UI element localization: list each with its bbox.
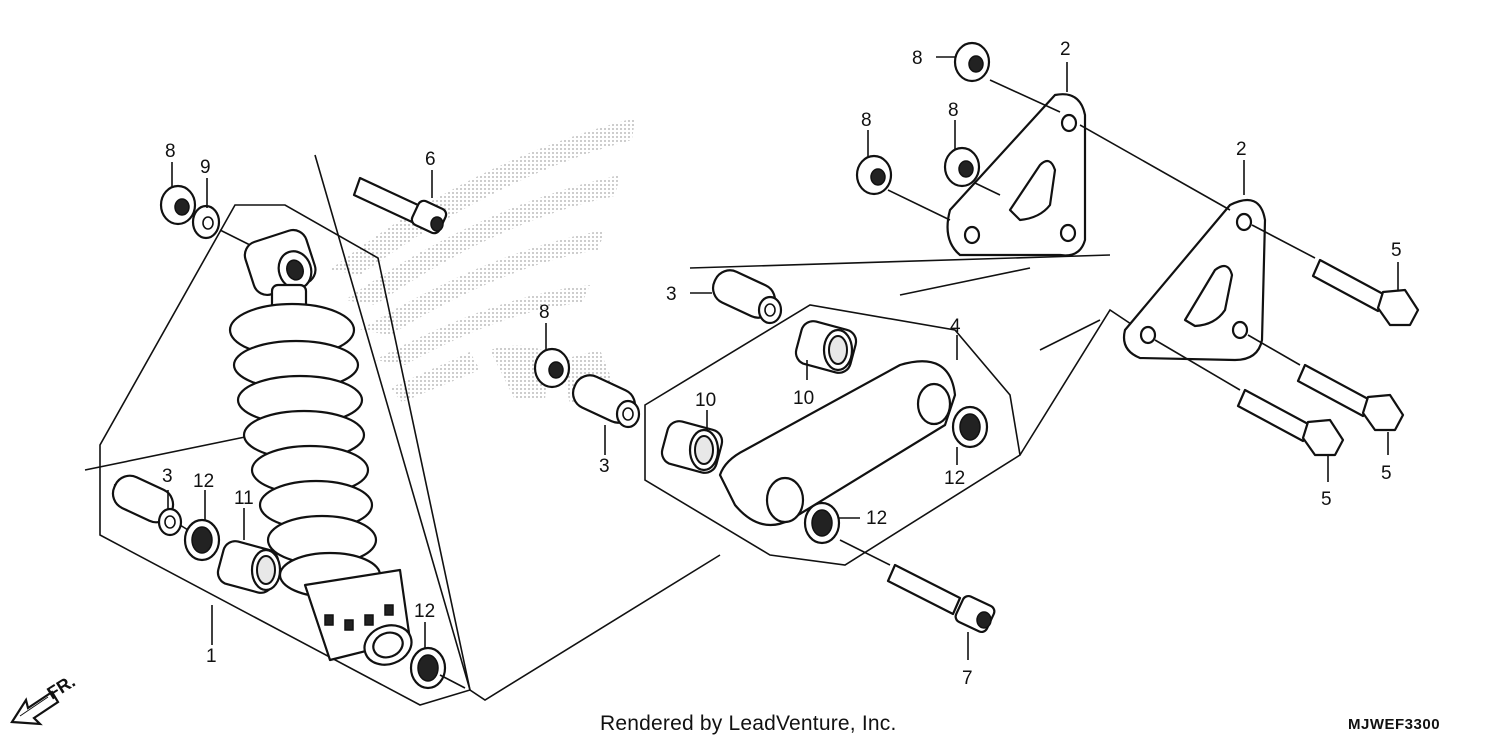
group-outlines xyxy=(84,154,1141,706)
bolt-6 xyxy=(352,176,448,235)
callout-2-lower: 2 xyxy=(1236,139,1247,160)
oil-seal-12-left xyxy=(183,518,221,562)
callout-5-bottom: 5 xyxy=(1321,489,1332,510)
shock-bracket-2-lower xyxy=(1122,198,1267,362)
front-direction-arrow: FR. xyxy=(10,671,79,726)
callout-5-top: 5 xyxy=(1391,240,1402,261)
needle-bearing-10-upper xyxy=(794,320,858,374)
callout-5-middle: 5 xyxy=(1381,463,1392,484)
collar-3-middle xyxy=(571,374,641,429)
diagram-code: MJWEF3300 xyxy=(1348,716,1441,733)
callout-10-upper: 10 xyxy=(793,388,814,409)
washer-9 xyxy=(191,204,221,240)
callout-12-lower: 12 xyxy=(866,508,887,529)
oil-seal-12-right xyxy=(951,405,989,449)
callout-8-mid-left: 8 xyxy=(861,110,872,131)
oil-seal-12-lower xyxy=(803,501,841,545)
callout-labels: 1 2 2 3 3 3 4 5 5 5 6 7 8 8 8 8 8 9 10 1… xyxy=(162,39,1402,689)
callout-12-left: 12 xyxy=(193,471,214,492)
adjuster-holes xyxy=(324,604,394,631)
bolt-5-top xyxy=(1311,258,1420,327)
callout-7: 7 xyxy=(962,668,973,689)
leader-lines xyxy=(167,56,1399,689)
bolt-5-bottom xyxy=(1236,388,1345,457)
bolt-7 xyxy=(886,563,996,633)
callout-6: 6 xyxy=(425,149,436,170)
callout-10-lower: 10 xyxy=(695,390,716,411)
callout-12-bottom: 12 xyxy=(414,601,435,622)
callout-8-mid-right: 8 xyxy=(948,100,959,121)
needle-bearing-11 xyxy=(216,540,282,594)
collar-3-upper xyxy=(711,269,783,325)
callout-4: 4 xyxy=(950,316,961,337)
watermark-wing-logo xyxy=(330,118,635,404)
callout-11: 11 xyxy=(234,488,254,509)
callout-8-top: 8 xyxy=(912,48,923,69)
shock-link-plate-4 xyxy=(718,360,957,527)
nut-8-center xyxy=(533,347,571,389)
rendered-by-credit: Rendered by LeadVenture, Inc. xyxy=(600,712,897,735)
callout-2-upper: 2 xyxy=(1060,39,1071,60)
callout-8-topleft: 8 xyxy=(165,141,176,162)
callout-12-right: 12 xyxy=(944,468,965,489)
callout-3-upper: 3 xyxy=(666,284,677,305)
callout-8-center: 8 xyxy=(539,302,550,323)
callout-3-middle: 3 xyxy=(599,456,610,477)
nut-8-mid-right xyxy=(943,146,981,188)
needle-bearing-10-lower xyxy=(660,420,724,474)
callout-9: 9 xyxy=(200,157,211,178)
oil-seal-12-bottom xyxy=(409,646,447,690)
rear-shock-absorber xyxy=(228,228,413,666)
callout-1: 1 xyxy=(206,646,217,667)
nut-8-mid-left xyxy=(855,154,893,196)
shock-bracket-2-upper xyxy=(946,93,1087,257)
bolt-5-middle xyxy=(1296,363,1405,432)
callout-3-left: 3 xyxy=(162,466,173,487)
nut-8-top xyxy=(953,41,991,83)
collar-3-left xyxy=(111,474,183,537)
nut-8-topleft xyxy=(159,184,197,226)
